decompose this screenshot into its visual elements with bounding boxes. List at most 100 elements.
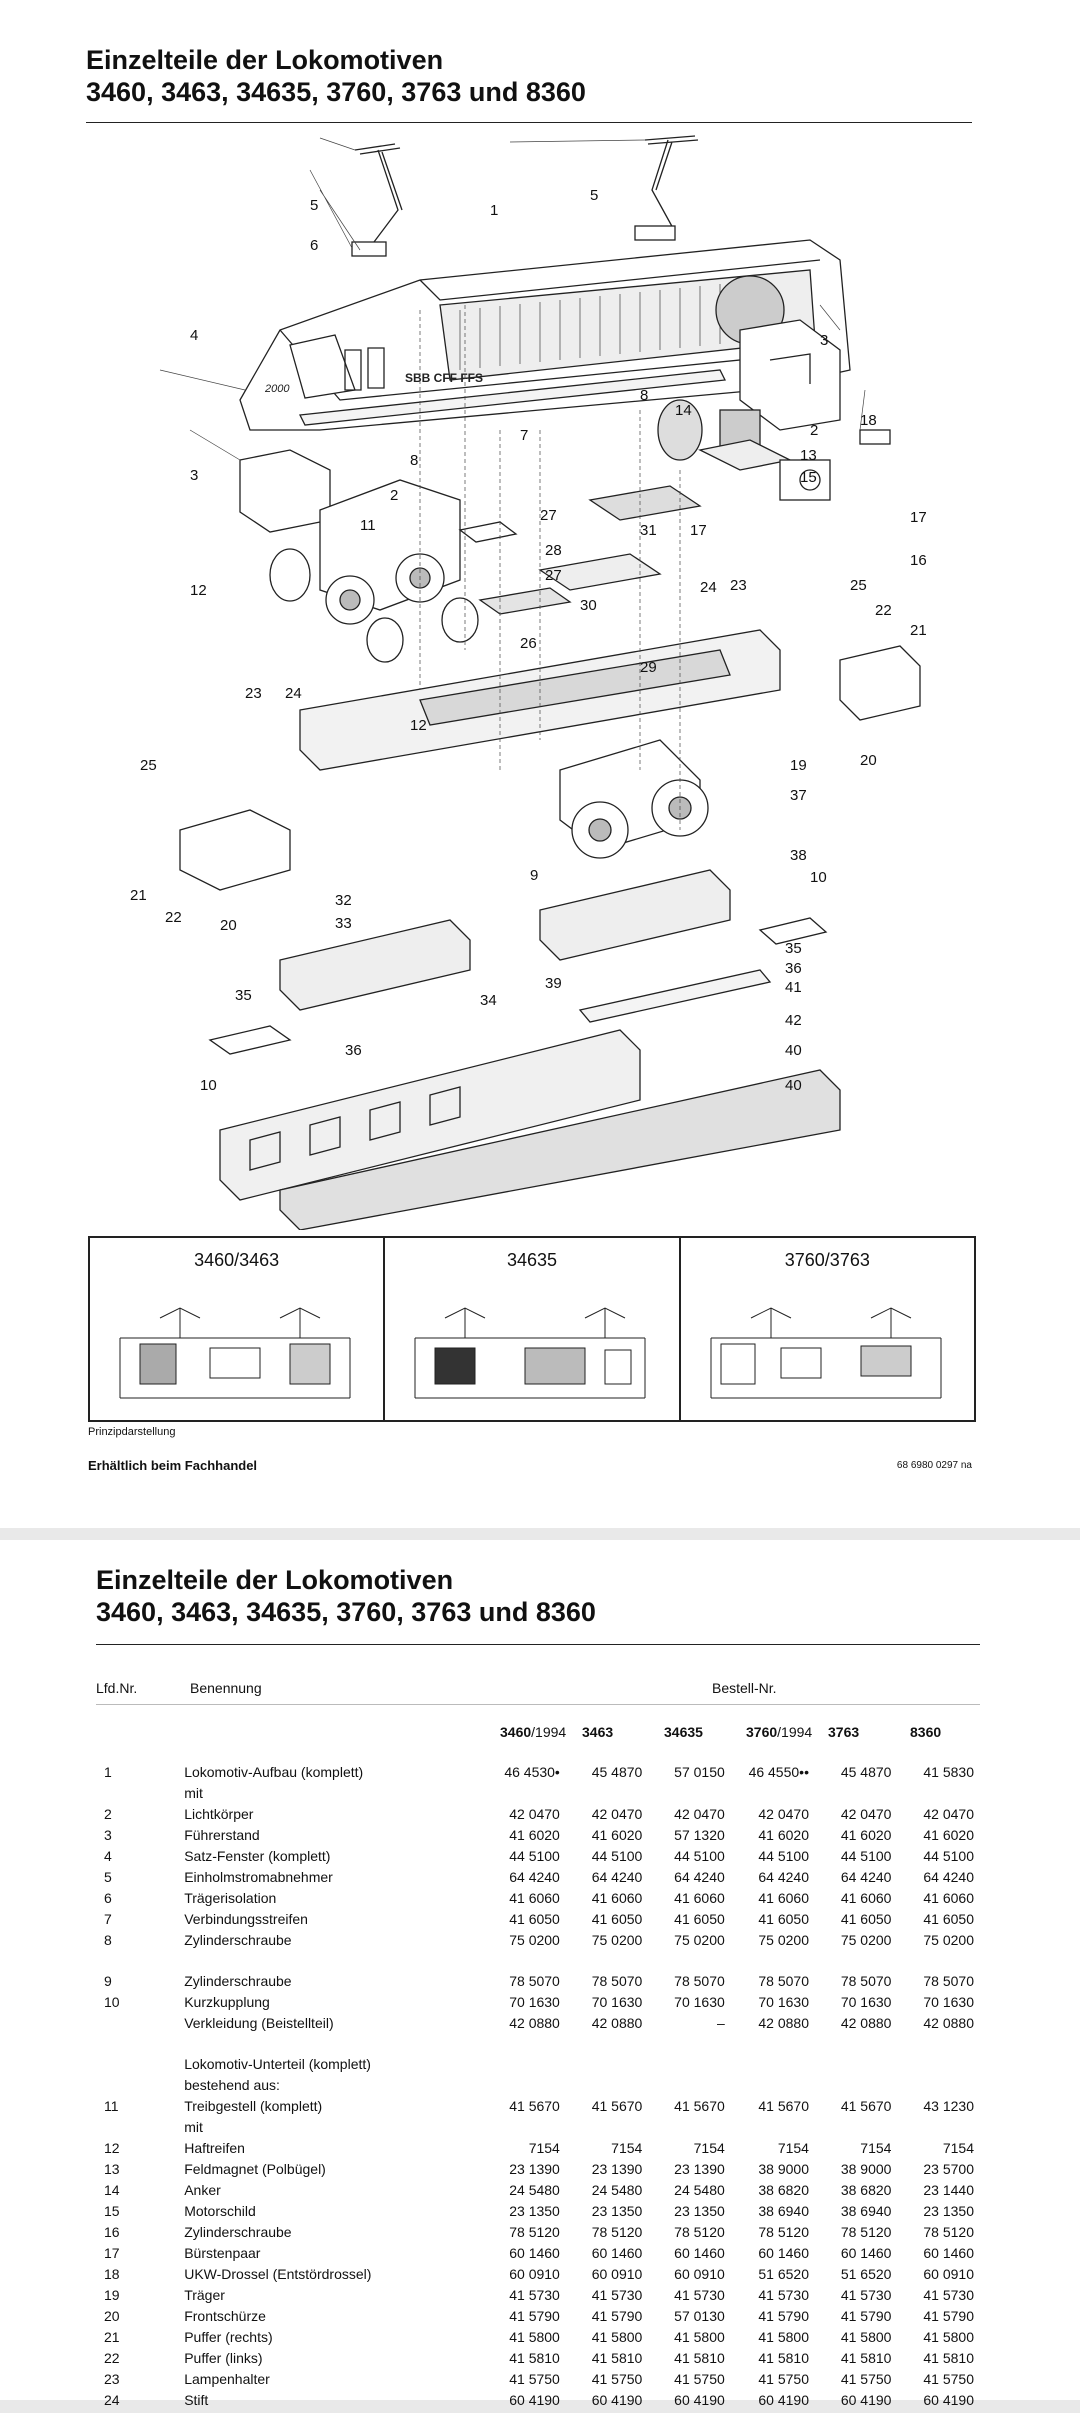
column-header-3763: 3763 — [828, 1724, 860, 1740]
row-part-name: Einholmstromabnehmer — [184, 1869, 333, 1885]
row-order-number: 42 0470 — [674, 1806, 725, 1822]
part-callout-40: 40 — [785, 1077, 802, 1094]
row-number: 18 — [104, 2266, 120, 2282]
row-order-number: 38 6940 — [840, 2203, 892, 2219]
circuit-boards — [458, 485, 702, 615]
row-number: 11 — [104, 2098, 119, 2114]
row-part-name: bestehend aus: — [184, 2077, 280, 2093]
part-callout-26: 26 — [520, 635, 537, 652]
row-order-number: 41 5730 — [840, 2287, 892, 2303]
row-order-number — [566, 1785, 648, 1806]
row-order-number: 78 5120 — [923, 2224, 974, 2240]
row-order-number: 41 6050 — [758, 1911, 809, 1927]
row-order-number: 64 4240 — [840, 1869, 892, 1885]
row-part-name: Haftreifen — [184, 2140, 245, 2156]
row-order-number: 60 1460 — [509, 2245, 560, 2261]
row-order-number: 24 5480 — [591, 2182, 643, 2198]
part-callout-12: 12 — [410, 717, 427, 734]
row-order-number: 7154 — [611, 2140, 643, 2156]
part-callout-21: 21 — [910, 622, 927, 639]
row-part-name: Lampenhalter — [184, 2371, 270, 2387]
schematic-2-drawing — [414, 1307, 646, 1399]
schematic-label-3: 3760/3763 — [784, 1250, 870, 1270]
part-callout-38: 38 — [790, 847, 807, 864]
row-part-name: Feldmagnet (Polbügel) — [184, 2161, 326, 2177]
row-order-number: 23 1350 — [674, 2203, 725, 2219]
part-callout-5: 5 — [310, 197, 318, 214]
row-order-number: 41 6060 — [674, 1890, 725, 1906]
row-order-number: 44 5100 — [591, 1848, 643, 1864]
part-callout-34: 34 — [480, 992, 497, 1009]
parts-title-line-2: 3460, 3463, 34635, 3760, 3763 und 8360 — [96, 1597, 596, 1627]
schematic-3-drawing — [710, 1307, 942, 1399]
row-order-number: 70 1630 — [923, 1994, 974, 2010]
row-part-name: mit — [184, 2119, 203, 2135]
part-callout-13: 13 — [800, 447, 817, 464]
part-callout-11: 11 — [360, 517, 376, 534]
row-order-number: 24 5480 — [509, 2182, 560, 2198]
bogie-frame-right — [539, 869, 772, 1023]
row-order-number: 70 1630 — [840, 1994, 892, 2010]
row-order-number: 38 6820 — [840, 2182, 892, 2198]
part-callout-2: 2 — [390, 487, 398, 504]
row-number: 12 — [104, 2140, 120, 2156]
column-header-8360: 8360 — [910, 1724, 942, 1740]
row-order-number — [731, 2056, 815, 2077]
row-order-number: 60 4190 — [840, 2392, 892, 2408]
row-part-name: Puffer (rechts) — [184, 2329, 273, 2345]
title-line-2: 3460, 3463, 34635, 3760, 3763 und 8360 — [86, 77, 586, 107]
row-number — [96, 2119, 184, 2140]
row-order-number: 41 5670 — [591, 2098, 643, 2114]
parts-title-rule — [96, 1644, 980, 1645]
part-callout-7: 7 — [520, 427, 528, 444]
row-part-name: Puffer (links) — [184, 2350, 263, 2366]
row-order-number — [648, 2077, 730, 2098]
row-order-number: 78 5120 — [840, 2224, 892, 2240]
row-number: 14 — [104, 2182, 120, 2198]
part-callout-30: 30 — [580, 597, 597, 614]
row-order-number: 23 1350 — [509, 2203, 560, 2219]
row-order-number: 38 6940 — [758, 2203, 809, 2219]
row-order-number: 75 0200 — [840, 1932, 892, 1948]
row-order-number: 24 5480 — [674, 2182, 725, 2198]
row-order-number: 42 0470 — [840, 1806, 892, 1822]
row-number: 4 — [104, 1848, 112, 1864]
row-order-number: 64 4240 — [674, 1869, 725, 1885]
part-callout-27: 27 — [545, 567, 562, 584]
row-order-number: 41 5800 — [758, 2329, 809, 2345]
part-callout-14: 14 — [675, 402, 692, 419]
row-order-number: 41 6060 — [923, 1890, 974, 1906]
part-callout-28: 28 — [545, 542, 562, 559]
table-row — [96, 2036, 980, 2056]
row-order-number — [897, 2077, 980, 2098]
row-order-number — [897, 2119, 980, 2140]
pantograph-right — [634, 135, 699, 241]
part-callout-2: 2 — [810, 422, 818, 439]
table-row: mit — [96, 1785, 980, 1806]
row-order-number — [815, 2077, 897, 2098]
part-callout-29: 29 — [640, 659, 657, 676]
row-order-number: 78 5070 — [840, 1973, 892, 1989]
row-order-number: 60 0910 — [923, 2266, 974, 2282]
coupling-right — [758, 917, 828, 945]
loco-side-text: SBB CFF FFS — [405, 371, 483, 385]
loco-number: 2000 — [264, 383, 290, 395]
row-part-name: Verbindungsstreifen — [184, 1911, 308, 1927]
row-number: 2 — [104, 1806, 112, 1822]
row-part-name: Bürstenpaar — [184, 2245, 261, 2261]
row-order-number: 41 6020 — [591, 1827, 643, 1843]
row-order-number — [815, 1785, 897, 1806]
row-order-number: 41 6060 — [509, 1890, 560, 1906]
row-number: 6 — [104, 1890, 112, 1906]
part-callout-22: 22 — [165, 909, 182, 926]
row-order-number — [731, 2077, 815, 2098]
row-order-number: 42 0470 — [509, 1806, 560, 1822]
row-number: 23 — [104, 2371, 120, 2387]
